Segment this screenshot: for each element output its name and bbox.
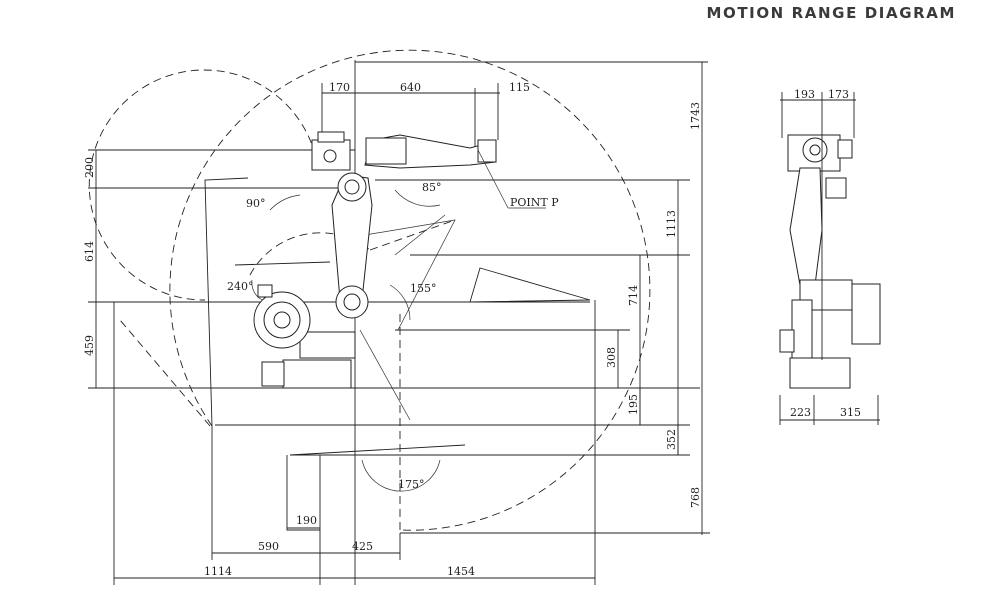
dim-1743: 1743 xyxy=(689,102,702,130)
angle-155: 155° xyxy=(410,282,437,295)
angle-240: 240° xyxy=(227,280,254,293)
dim-352: 352 xyxy=(665,429,678,450)
dim-590: 590 xyxy=(258,540,279,553)
robot-front-view xyxy=(779,92,881,425)
dim-170: 170 xyxy=(329,81,350,94)
dim-200: 200 xyxy=(83,157,96,178)
angle-85: 85° xyxy=(422,181,442,194)
angle-arcs xyxy=(251,189,441,492)
dim-308: 308 xyxy=(605,347,618,368)
angle-175: 175° xyxy=(398,478,425,491)
dim-768: 768 xyxy=(689,487,702,508)
front-dim-173: 173 xyxy=(828,88,849,101)
dim-195: 195 xyxy=(627,394,640,415)
dim-1114: 1114 xyxy=(204,565,232,578)
dim-1113: 1113 xyxy=(665,210,678,238)
front-dim-315: 315 xyxy=(840,406,861,419)
dim-614: 614 xyxy=(83,241,96,262)
work-envelope xyxy=(88,49,651,531)
dim-640: 640 xyxy=(400,81,421,94)
dim-115: 115 xyxy=(509,81,530,94)
dim-714: 714 xyxy=(627,285,640,306)
dim-425: 425 xyxy=(352,540,373,553)
diagram-title: MOTION RANGE DIAGRAM xyxy=(706,4,956,22)
work-area-outline xyxy=(204,177,591,531)
dim-1454: 1454 xyxy=(447,565,475,578)
front-dim-193: 193 xyxy=(794,88,815,101)
dim-459: 459 xyxy=(83,335,96,356)
point-p-label: POINT P xyxy=(510,196,559,209)
angle-90: 90° xyxy=(246,197,266,210)
dimension-labels: 170 640 115 200 614 459 1743 1113 714 30… xyxy=(83,81,861,578)
dim-190: 190 xyxy=(296,514,317,527)
robot-side-view xyxy=(253,131,497,389)
front-dim-223: 223 xyxy=(790,406,811,419)
